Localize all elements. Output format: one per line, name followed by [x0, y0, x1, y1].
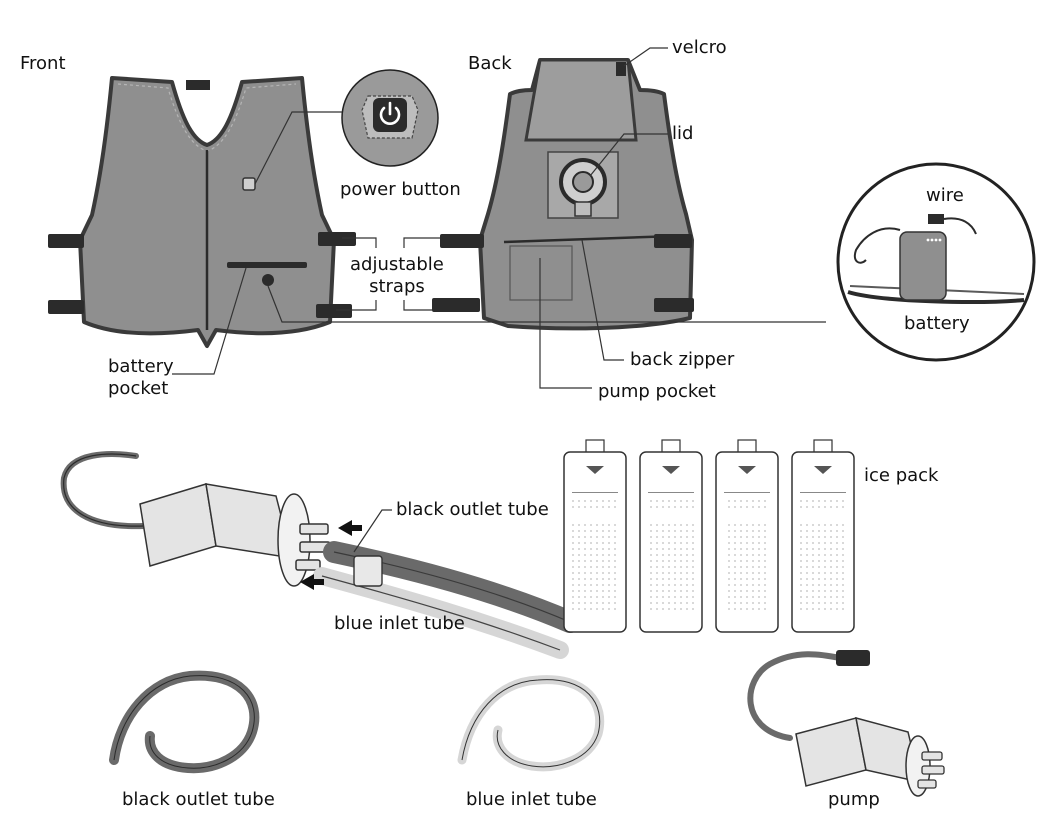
back-zipper-line — [503, 234, 677, 244]
wire-label: wire — [926, 185, 964, 206]
pump-pocket-label: pump pocket — [598, 381, 716, 402]
blue-inlet-tube-label: blue inlet tube — [466, 789, 597, 810]
pump-label: pump — [828, 789, 880, 810]
pump-pocket-outline — [509, 245, 573, 301]
front-label: Front — [20, 53, 66, 74]
ice-pack-3 — [715, 439, 779, 633]
lid-label: lid — [672, 123, 694, 144]
power-icon — [379, 101, 401, 125]
leader-lines — [172, 47, 991, 389]
ice-pack-2 — [639, 439, 703, 633]
velcro-label: velcro — [672, 37, 727, 58]
front-battery-cable-port — [262, 274, 274, 286]
pump-part — [747, 650, 945, 797]
arrow-icon — [300, 520, 362, 590]
ice-pack-label: ice pack — [864, 465, 939, 486]
pump-nozzles — [295, 523, 331, 571]
blue-inlet-tube-connect-label: blue inlet tube — [334, 613, 465, 634]
black-outlet-tube-connect-label: black outlet tube — [396, 499, 549, 520]
pump-body-left — [139, 483, 217, 567]
velcro-strip — [616, 62, 626, 76]
wire-connector — [928, 214, 944, 224]
back-straps — [432, 234, 694, 312]
front-straps — [48, 232, 356, 318]
pump-connection-illustration — [60, 451, 581, 659]
back-zipper-label: back zipper — [630, 349, 735, 370]
black-outlet-tube-coil — [109, 670, 260, 774]
pump-cable — [60, 451, 147, 530]
front-power-button — [242, 177, 256, 191]
front-battery-pocket-zip — [227, 262, 307, 268]
ice-pack-1 — [563, 439, 627, 633]
battery-label: battery — [904, 313, 970, 334]
ice-pack-4 — [791, 439, 855, 633]
front-vest — [48, 76, 356, 348]
ice-packs — [563, 439, 855, 633]
power-button-label: power button — [340, 179, 461, 200]
pump-connector — [836, 650, 870, 666]
back-label: Back — [468, 53, 512, 74]
black-outlet-tube-label: black outlet tube — [122, 789, 275, 810]
back-vest — [432, 58, 694, 331]
adjustable-straps-label: adjustable straps — [350, 254, 444, 297]
battery-callout — [836, 162, 1036, 362]
power-button-callout — [254, 69, 439, 185]
tube-clip — [353, 555, 383, 587]
battery — [899, 231, 947, 301]
front-label-tag — [186, 80, 210, 90]
blue-inlet-tube-coil — [457, 675, 605, 772]
velcro-flap — [524, 58, 638, 142]
battery-pocket-label: battery pocket — [108, 356, 174, 399]
